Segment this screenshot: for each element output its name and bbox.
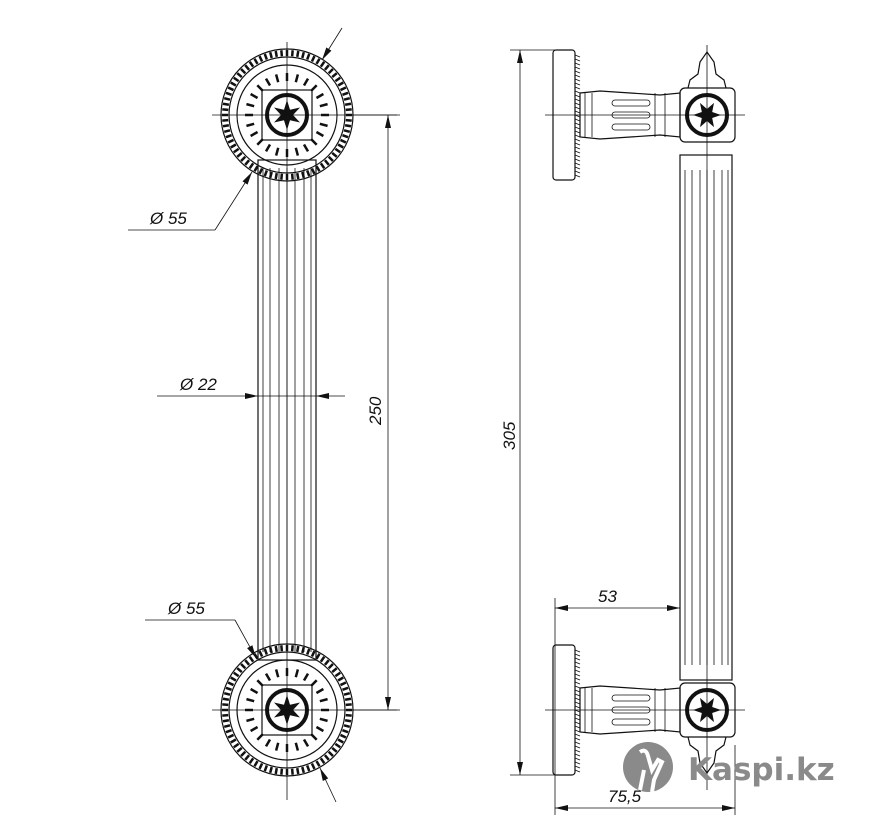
dim-center-distance: 250 — [366, 396, 385, 426]
watermark-text: Kaspi.kz — [688, 752, 835, 788]
side-view — [545, 45, 745, 790]
dim-top-rosette-diameter: Ø 55 — [149, 209, 187, 228]
knurled-edge — [574, 54, 581, 773]
side-shaft-flutes — [684, 170, 729, 665]
stems — [579, 90, 681, 735]
side-shaft — [679, 154, 733, 681]
top-rosette — [212, 48, 397, 182]
dimension-lines — [128, 27, 736, 815]
dim-total-depth: 75,5 — [608, 787, 642, 806]
bottom-rosette — [212, 643, 397, 777]
dim-total-length: 305 — [500, 421, 519, 450]
kaspi-logo-icon — [623, 742, 673, 792]
post-blocks — [679, 50, 736, 775]
kaspi-watermark: Kaspi.kz — [623, 742, 835, 793]
front-shaft — [257, 159, 317, 661]
dim-shaft-diameter: Ø 22 — [179, 375, 217, 394]
front-view — [212, 42, 397, 800]
dim-projection: 53 — [598, 587, 617, 606]
dim-bottom-rosette-diameter: Ø 55 — [167, 599, 205, 618]
